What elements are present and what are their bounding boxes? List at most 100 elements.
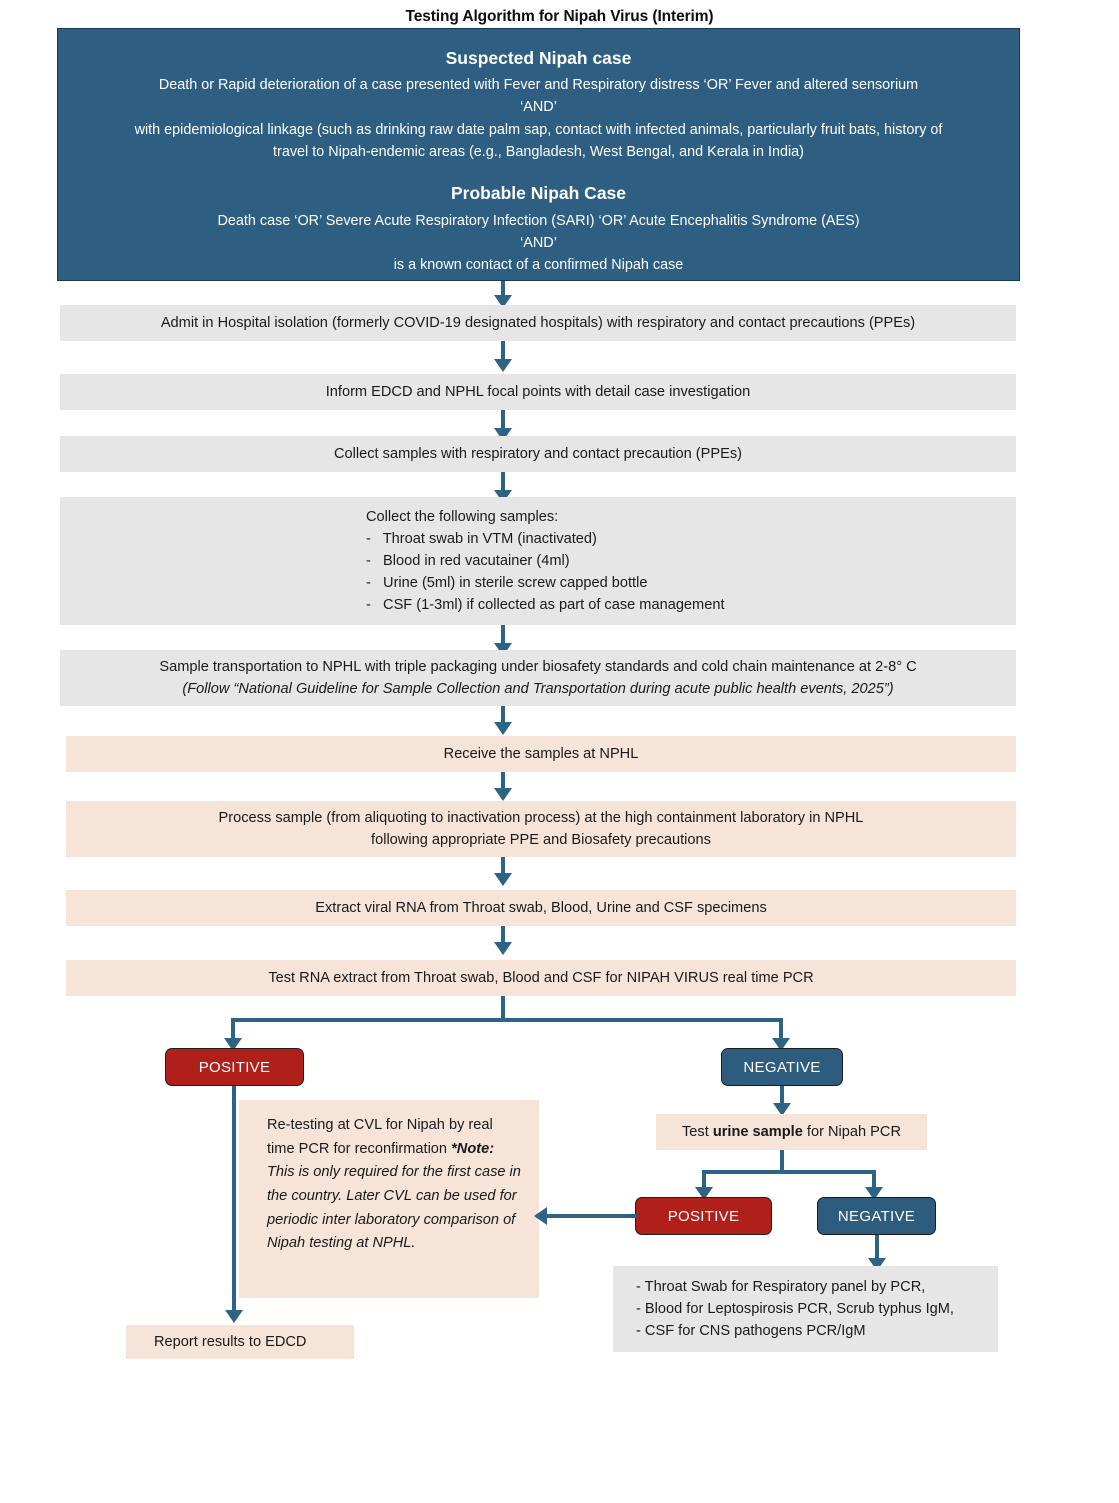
result-positive-nipah-pcr[interactable]: POSITIVE	[165, 1048, 304, 1086]
connector-inform-to-collect	[501, 410, 505, 430]
step-sample-transport: Sample transportation to NPHL with tripl…	[60, 650, 1016, 706]
arrowhead-split-right	[772, 1038, 790, 1051]
arrowhead-admit-to-inform	[494, 359, 512, 372]
probable-case-heading: Probable Nipah Case	[450, 183, 627, 204]
note-retesting-cvl: Re-testing at CVL for Nipah by real time…	[239, 1100, 539, 1298]
urine-negative-label: NEGATIVE	[837, 1207, 916, 1225]
step-test-rna-text: Test RNA extract from Throat swab, Blood…	[268, 969, 814, 986]
connector-receive-to-process	[501, 772, 505, 790]
arrowhead-urine-positive-to-note	[534, 1207, 547, 1225]
probable-case-line-1: Death case ‘OR’ Severe Acute Respiratory…	[217, 212, 860, 229]
connector-urine-left-drop	[702, 1170, 706, 1190]
definition-spacer	[58, 163, 1019, 180]
result-positive-label: POSITIVE	[198, 1058, 271, 1076]
list-item: - CSF (1-3ml) if collected as part of ca…	[366, 597, 725, 614]
arrowhead-split-left	[224, 1038, 242, 1051]
note-label: *Note:	[451, 1140, 495, 1157]
urine-test-bold: urine sample	[712, 1123, 803, 1140]
urine-test-prefix: Test	[682, 1123, 713, 1140]
step-receive-text: Receive the samples at NPHL	[443, 745, 639, 762]
note-line-2: time PCR for reconfirmation	[267, 1140, 448, 1157]
arrowhead-transport-to-receive	[494, 722, 512, 735]
sample-list-lead: Collect the following samples:	[366, 508, 559, 525]
step-differential-testing: - Throat Swab for Respiratory panel by P…	[613, 1266, 998, 1352]
connector-header-to-admit	[501, 281, 505, 297]
urine-positive-label: POSITIVE	[667, 1207, 740, 1225]
note-line-1: Re-testing at CVL for Nipah by real	[267, 1117, 493, 1133]
transport-line-2: (Follow “National Guideline for Sample C…	[182, 681, 894, 697]
urine-test-text: Test urine sample for Nipah PCR	[682, 1121, 901, 1143]
connector-split-left-drop	[231, 1018, 235, 1042]
suspected-case-heading: Suspected Nipah case	[445, 48, 632, 68]
connector-urine-positive-to-note	[547, 1214, 637, 1218]
connector-process-to-extract	[501, 857, 505, 875]
list-item: - Throat Swab for Respiratory panel by P…	[636, 1278, 926, 1295]
note-body-line-2: first case in the country. Later CVL	[267, 1164, 521, 1204]
connector-collect-to-list	[501, 472, 505, 492]
step-report-results-edcd: Report results to EDCD	[126, 1325, 354, 1359]
arrowhead-urine-right	[865, 1187, 883, 1200]
connector-positive-to-report	[232, 1086, 236, 1318]
note-body-line-4: laboratory comparison of Nipah	[267, 1211, 516, 1252]
arrowhead-positive-to-report	[225, 1310, 243, 1323]
connector-urine-right-drop	[872, 1170, 876, 1190]
suspected-case-line-1: Death or Rapid deterioration of a case p…	[158, 77, 919, 94]
arrowhead-receive-to-process	[494, 788, 512, 801]
list-item: - Urine (5ml) in sterile screw capped bo…	[366, 575, 648, 592]
result-negative-nipah-pcr[interactable]: NEGATIVE	[721, 1048, 843, 1086]
list-item: - Blood in red vacutainer (4ml)	[366, 552, 570, 569]
list-item: - Throat swab in VTM (inactivated)	[366, 530, 597, 547]
list-item: - Blood for Leptospirosis PCR, Scrub typ…	[636, 1300, 954, 1317]
step-admit-isolation: Admit in Hospital isolation (formerly CO…	[60, 305, 1016, 341]
result-positive-urine-pcr[interactable]: POSITIVE	[635, 1197, 772, 1235]
step-process-sample: Process sample (from aliquoting to inact…	[66, 801, 1016, 857]
arrowhead-header-to-admit	[494, 295, 512, 308]
step-test-rna-pcr: Test RNA extract from Throat swab, Blood…	[66, 960, 1016, 996]
process-line-1: Process sample (from aliquoting to inact…	[218, 809, 864, 826]
note-body-line-3: can be used for periodic inter	[267, 1187, 517, 1228]
connector-split-right-drop	[779, 1018, 783, 1042]
arrowhead-extract-to-test	[494, 942, 512, 955]
suspected-case-line-2: ‘AND’	[520, 99, 557, 116]
connector-urine-split-bar	[702, 1170, 876, 1174]
note-body-line-1: *Note: This is only required for the	[267, 1141, 494, 1181]
connector-admit-to-inform	[501, 341, 505, 361]
connector-transport-to-receive	[501, 706, 505, 724]
connector-urine-negative-to-differential	[875, 1235, 879, 1261]
result-negative-label: NEGATIVE	[743, 1058, 821, 1076]
connector-extract-to-test	[501, 926, 505, 944]
step-admit-text: Admit in Hospital isolation (formerly CO…	[160, 314, 916, 331]
connector-negative-to-urine	[780, 1086, 784, 1104]
suspected-case-line-3: with epidemiological linkage (such as dr…	[134, 121, 943, 138]
list-item: - CSF for CNS pathogens PCR/IgM	[636, 1323, 866, 1340]
arrowhead-negative-to-urine	[773, 1103, 791, 1116]
connector-list-to-transport	[501, 625, 505, 645]
urine-test-suffix: for Nipah PCR	[802, 1123, 901, 1140]
result-negative-urine-pcr[interactable]: NEGATIVE	[817, 1197, 936, 1235]
note-body-line-5: testing at NPHL.	[309, 1235, 416, 1252]
case-definition-box: Suspected Nipah case Death or Rapid dete…	[57, 28, 1020, 281]
step-inform-text: Inform EDCD and NPHL focal points with d…	[325, 383, 751, 400]
probable-case-line-3: is a known contact of a confirmed Nipah …	[393, 257, 684, 274]
step-test-urine-sample: Test urine sample for Nipah PCR	[656, 1114, 927, 1150]
arrowhead-process-to-extract	[494, 873, 512, 886]
arrowhead-urine-left	[695, 1187, 713, 1200]
step-sample-list: Collect the following samples: - Throat …	[60, 497, 1016, 625]
step-inform-edcd-nphl: Inform EDCD and NPHL focal points with d…	[60, 374, 1016, 410]
step-receive-samples: Receive the samples at NPHL	[66, 736, 1016, 772]
step-collect-samples: Collect samples with respiratory and con…	[60, 436, 1016, 472]
connector-test-split-bar	[231, 1018, 783, 1022]
connector-urine-split-stem	[780, 1150, 784, 1172]
page-title: Testing Algorithm for Nipah Virus (Inter…	[405, 8, 714, 25]
sample-list-items: - Throat swab in VTM (inactivated) - Blo…	[366, 528, 1016, 617]
step-extract-rna: Extract viral RNA from Throat swab, Bloo…	[66, 890, 1016, 926]
suspected-case-line-4: travel to Nipah-endemic areas (e.g., Ban…	[273, 144, 804, 161]
probable-case-line-2: ‘AND’	[520, 234, 557, 251]
process-line-2: following appropriate PPE and Biosafety …	[371, 832, 711, 848]
note-body-text-1: This is only required for the	[267, 1164, 444, 1181]
transport-line-1: Sample transportation to NPHL with tripl…	[159, 658, 917, 675]
connector-test-split-stem	[501, 996, 505, 1020]
step-extract-text: Extract viral RNA from Throat swab, Bloo…	[315, 899, 767, 916]
step-collect-samples-text: Collect samples with respiratory and con…	[334, 445, 742, 462]
